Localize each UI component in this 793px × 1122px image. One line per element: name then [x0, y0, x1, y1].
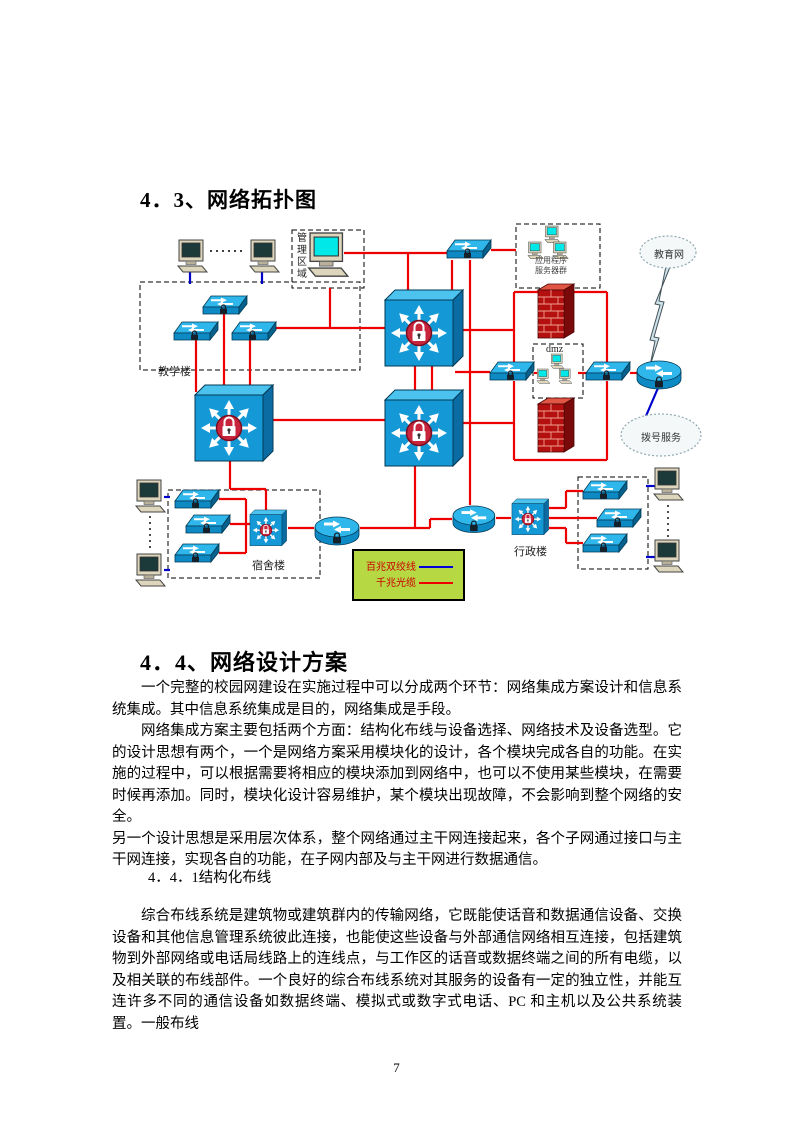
dmz-server-group-icon [536, 353, 573, 384]
label-teaching-building: 教学楼 [158, 366, 191, 378]
design-scheme-text: 一个完整的校园网建设在实施过程中可以分成两个环节：网络集成方案设计和信息系统集成… [112, 678, 682, 872]
section-4-3-title: 4．3、网络拓扑图 [140, 188, 317, 212]
switch-icon-teaching [173, 321, 219, 341]
switch-icon-teaching [202, 295, 248, 315]
paragraph: 网络集成方案主要包括两个方面：结构化布线与设备选择、网络技术及设备选型。它的设计… [112, 723, 682, 825]
wan-lightning-link [649, 265, 671, 367]
dialup-service-cloud [620, 413, 702, 457]
workstation-icon [249, 239, 280, 273]
label-education-network: 教育网 [654, 250, 684, 261]
workstation-icon [135, 553, 166, 587]
firewall-icon-bottom [537, 397, 575, 453]
switch-icon-dormitory [174, 543, 220, 563]
switch-icon-dmz-right [585, 361, 631, 381]
label-app-server-group: 应用程序 服务器群 [535, 256, 567, 275]
core-switch-icon-center-bottom [384, 389, 464, 467]
firewall-icon-top [537, 283, 575, 339]
switch-icon-administration [596, 508, 642, 528]
label-management-area: 管理区域 [297, 233, 307, 280]
distribution-switch-icon-administration [511, 498, 550, 536]
label-dmz: dmz [546, 344, 564, 355]
structured-cabling-text: 综合布线系统是建筑物或建筑群内的传输网络，它既能使话音和数据通信设备、交换设备和… [112, 906, 682, 1035]
workstation-icon [177, 239, 208, 273]
legend-line-sample-red [419, 582, 453, 584]
workstation-icon [653, 467, 684, 501]
management-workstation-icon [308, 232, 349, 277]
router-icon-bottom-left [314, 516, 360, 546]
legend-line-sample-blue [419, 566, 453, 568]
workstation-icon [135, 479, 166, 513]
legend-label-gigabit-fiber: 千兆光缆 [376, 577, 416, 589]
server-group-box [515, 223, 601, 289]
workstation-dotted-links [149, 250, 669, 552]
administration-building-box [577, 476, 649, 570]
router-icon-bottom-center [452, 505, 496, 534]
legend-label-100m-twisted-pair: 百兆双绞线 [366, 561, 416, 573]
paragraph: 综合布线系统是建筑物或建筑群内的传输网络，它既能使话音和数据通信设备、交换设备和… [112, 908, 682, 1032]
core-switch-icon-center-top [384, 289, 464, 367]
core-switch-icon-left [194, 384, 274, 462]
paragraph: 另一个设计思想是采用层次体系，整个网络通过主干网连接起来，各个子网通过接口与主干… [112, 830, 682, 869]
legend-row-gigabit: 千兆光缆 [354, 578, 463, 589]
distribution-switch-icon-dormitory [249, 509, 288, 547]
label-dormitory-building: 宿舍楼 [252, 560, 285, 572]
diagram-legend: 百兆双绞线 千兆光缆 [352, 549, 465, 601]
workstation-icon [653, 539, 684, 573]
label-administration-building: 行政楼 [514, 546, 547, 558]
paragraph: 一个完整的校园网建设在实施过程中可以分成两个环节：网络集成方案设计和信息系统集成… [112, 680, 682, 718]
legend-row-100m: 百兆双绞线 [354, 562, 463, 573]
network-topology-diagram [135, 223, 702, 587]
switch-icon-top [446, 239, 492, 259]
page-number: 7 [393, 1060, 400, 1075]
router-icon-edge [636, 360, 682, 390]
red-backbone-links [194, 248, 638, 555]
switch-icon-teaching [231, 321, 277, 341]
section-4-4-title: 4．4、网络设计方案 [140, 650, 349, 675]
switch-icon-administration [582, 480, 628, 500]
switch-icon-dmz-left [489, 361, 535, 381]
switch-icon-dormitory [174, 489, 220, 509]
section-4-4-1-title: 4．4．1结构化布线 [148, 870, 272, 886]
app-server-group-icon [527, 225, 569, 259]
management-area-box [291, 229, 365, 289]
education-network-cloud [639, 235, 697, 269]
blue-access-links [164, 272, 660, 572]
switch-icon-dormitory [185, 514, 231, 534]
label-dialup-service: 拨号服务 [641, 433, 681, 444]
switch-icon-administration [582, 533, 628, 553]
